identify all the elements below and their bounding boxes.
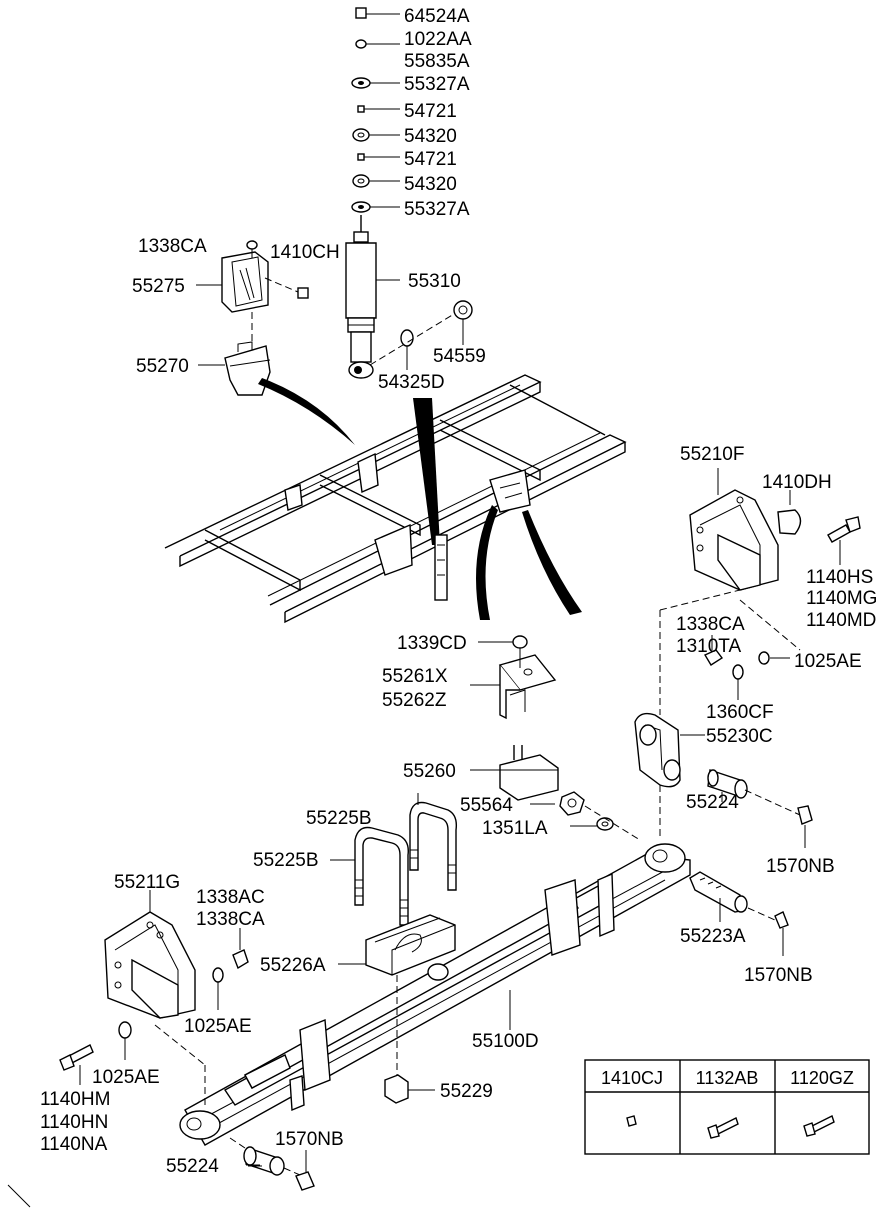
shock-absorber [345,215,400,379]
part-label: 1339CD [397,633,467,654]
part-label: 1140MD [806,610,876,631]
part-label: 55226A [260,955,326,976]
part-label: 55224 [166,1156,219,1177]
bolt-icon [707,1117,739,1139]
part-label: 55210F [680,444,744,465]
pin-icon [626,1115,637,1127]
part-label: 55100D [472,1031,539,1052]
leader-wedge [258,378,355,445]
parts-table-header-1132AB: 1132AB [696,1068,759,1088]
part-label: 55229 [440,1081,493,1102]
part-label: 55275 [132,276,185,297]
bolt-icon [803,1115,835,1137]
center-bump-bracket [470,635,557,720]
part-label: 1338CA [138,236,207,257]
part-label: 54721 [404,149,457,170]
part-label: 1022AA [404,29,472,50]
part-label: 1338AC [196,887,265,908]
part-label: 54559 [433,346,486,367]
part-label: 1140HS [806,567,873,588]
leader-wedge [522,510,582,615]
nut-and-washer [530,791,641,841]
part-label: 1338CA [676,614,745,635]
u-bolts [330,793,458,926]
part-label: 55225B [306,808,372,829]
leaf-spring [179,843,691,1146]
part-label: 55224 [686,792,739,813]
leader-wedge [413,398,440,545]
part-label: 1140HM [40,1089,110,1110]
part-label: 55223A [680,926,746,947]
part-label: 1025AE [184,1016,252,1037]
grease-fitting [797,805,813,848]
spring-shackle [634,712,705,788]
spring-eye-bushing [229,1137,315,1191]
part-label: 1410DH [762,472,832,493]
rear-spring-hanger [659,468,861,700]
part-label: 55310 [408,271,461,292]
bump-stop-rubber [198,312,271,396]
part-label: 64524A [404,6,470,27]
part-label: 54320 [404,126,457,147]
part-label: 54721 [404,101,457,122]
part-label: 1570NB [766,856,835,877]
part-label: 55327A [404,74,470,95]
part-label: 55327A [404,199,470,220]
bumper-bracket [196,240,309,313]
part-label: 55835A [404,51,470,72]
parts-table-header-1120GZ: 1120GZ [790,1068,854,1088]
part-label: 55260 [403,761,456,782]
part-label: 54320 [404,174,457,195]
part-label: 1025AE [92,1067,160,1088]
vehicle-frame [164,374,627,624]
shock-mount-hardware-stack [351,7,400,213]
parts-table: 1410CJ 1132AB 1120GZ [584,1059,870,1155]
leader-wedge [476,505,498,620]
part-label: 55230C [706,726,773,747]
part-label: 1140MG [806,588,877,609]
spring-seat-pad [338,914,456,976]
part-label: 1140NA [40,1134,108,1155]
shackle-pin [689,871,789,956]
part-label: 1570NB [275,1129,344,1150]
part-label: 55564 [460,795,513,816]
part-label: 1360CF [706,702,774,723]
part-label: 55261X [382,666,448,687]
part-labels: 64524A 1022AA 55835A 55327A 54721 54320 … [40,6,877,1177]
part-label: 55225B [253,850,319,871]
center-bump-stop [470,745,559,801]
shackle-bushing [707,769,801,816]
part-label: 1570NB [744,965,813,986]
part-label: 1310TA [676,636,741,657]
shock-lower-mount-hardware [369,300,473,370]
u-bolt-nut [384,975,435,1104]
part-label: 1140HN [40,1112,108,1133]
part-label: 1025AE [794,651,862,672]
parts-table-header-1410CJ: 1410CJ [601,1068,663,1088]
part-label: 1351LA [482,818,548,839]
part-label: 54325D [378,372,445,393]
part-label: 55211G [114,872,180,893]
part-label: 55262Z [382,690,447,711]
part-label: 1410CH [270,242,340,263]
part-label: 55270 [136,356,189,377]
front-spring-hanger [59,890,249,1105]
part-label: 1338CA [196,909,265,930]
